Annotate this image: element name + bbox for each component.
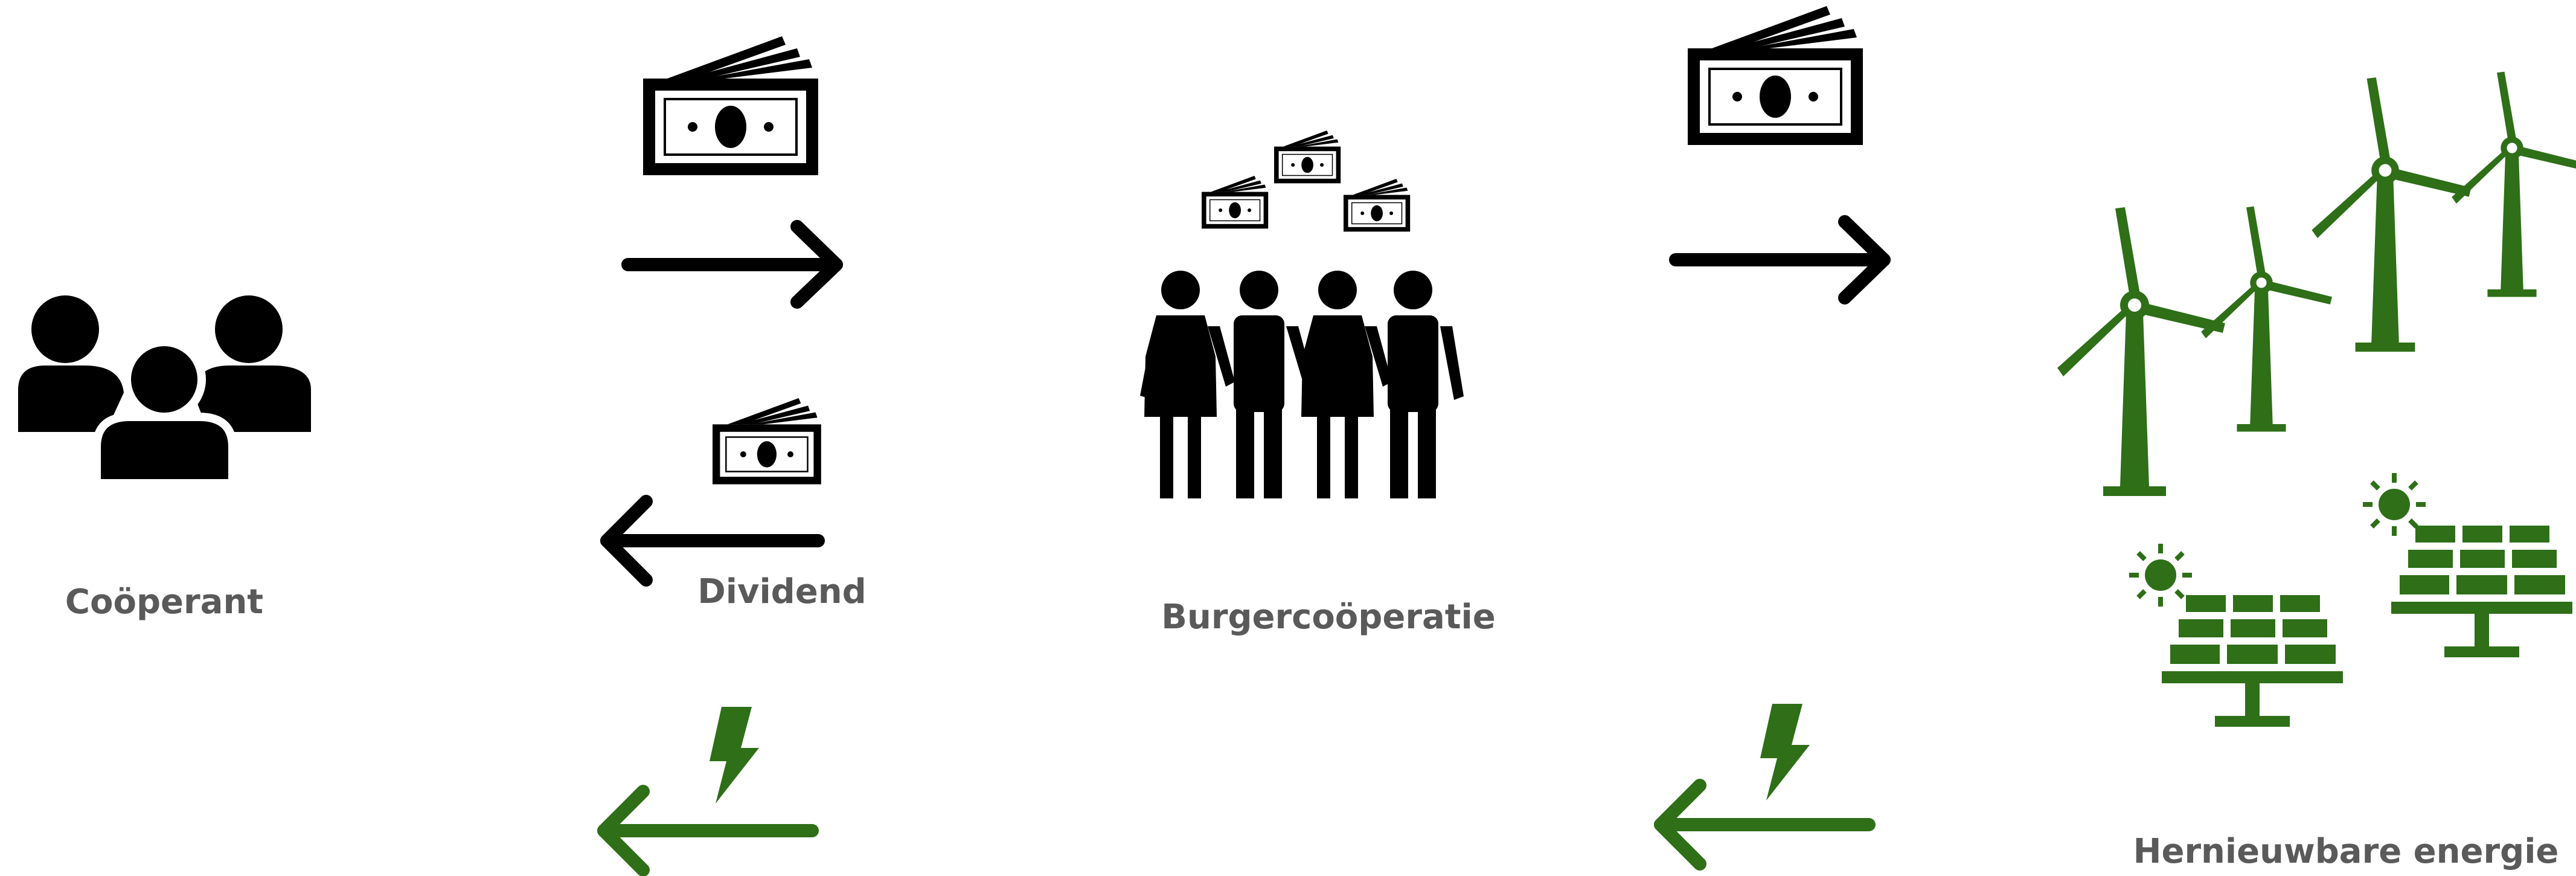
money-bills-small-group [1204, 130, 1408, 230]
money-bill-icon [649, 36, 812, 169]
dividend-label: Dividend [697, 572, 866, 611]
lightning-bolt-icon [710, 707, 759, 804]
arrow-right-investment [621, 220, 843, 309]
money-bill-small-dividend [716, 398, 817, 480]
arrow-left-energy [597, 785, 819, 876]
hernieuwbare-energie-label: Hernieuwbare energie [2133, 832, 2559, 871]
cooperant-label: Coöperant [65, 582, 263, 622]
people-group-icon [18, 295, 311, 488]
solar-panel-icon [2129, 473, 2572, 727]
arrow-right-payment [1669, 215, 1891, 304]
arrow-left-dividend [600, 495, 825, 587]
wind-turbine-icon [2057, 71, 2576, 496]
arrow-left-energy-supply [1654, 779, 1876, 871]
lightning-bolt-icon [1760, 704, 1810, 800]
family-group-icon [1140, 271, 1464, 498]
money-bill-icon [1694, 6, 1857, 139]
burgercooperatie-label: Burgercoöperatie [1161, 597, 1495, 637]
